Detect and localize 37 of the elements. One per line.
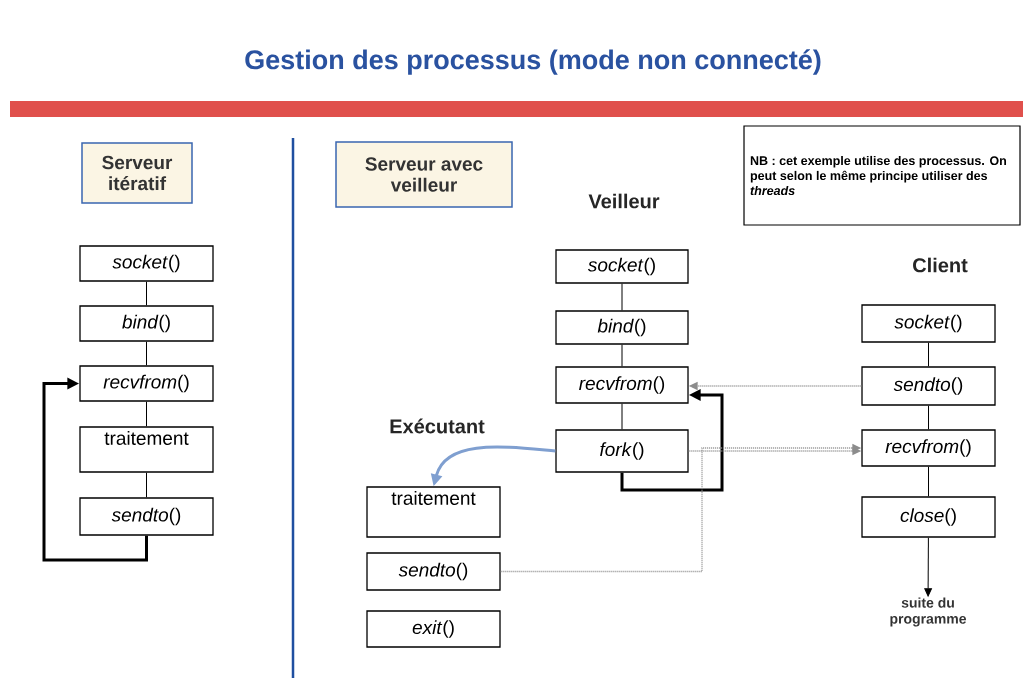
column-heading: Client xyxy=(913,257,968,273)
connector-line xyxy=(621,403,623,430)
heading-box: Serveur avec veilleur xyxy=(335,141,513,208)
function-box: sendto() xyxy=(861,366,996,406)
function-box: recvfrom() xyxy=(79,365,214,402)
function-box: socket() xyxy=(555,249,689,284)
function-box: socket() xyxy=(861,304,996,343)
column-heading: Exécutant xyxy=(390,418,485,434)
function-box: recvfrom() xyxy=(555,366,689,404)
connector-line xyxy=(146,472,147,498)
function-box: exit() xyxy=(366,610,501,648)
column-heading: Veilleur xyxy=(588,193,660,209)
function-box: close() xyxy=(861,496,996,538)
connector-line xyxy=(621,283,623,311)
connector-line xyxy=(928,405,929,430)
arrow xyxy=(620,389,724,492)
function-box: bind() xyxy=(555,310,689,345)
arrow xyxy=(924,537,932,597)
connector-line xyxy=(146,281,147,306)
end-text: suite du programme xyxy=(890,597,967,627)
connector-line xyxy=(621,344,623,367)
arrow xyxy=(42,377,148,562)
function-box: fork() xyxy=(555,429,689,473)
connector-line xyxy=(928,342,929,367)
function-box: socket() xyxy=(79,245,214,282)
function-box: sendto() xyxy=(79,497,214,536)
note-box: NB : cet exemple utilise des processus. On peut selon le même principe utiliser des threads xyxy=(743,125,1021,226)
heading-box: Serveur itératif xyxy=(81,142,193,204)
function-box: recvfrom() xyxy=(861,429,996,467)
function-box: traitement xyxy=(366,486,501,538)
function-box: sendto() xyxy=(366,552,501,591)
title: Gestion des processus (mode non connecté) xyxy=(245,49,821,75)
connector-line xyxy=(146,341,147,366)
connector-line xyxy=(928,466,929,497)
connector-line xyxy=(146,401,147,427)
function-box: traitement xyxy=(79,426,214,473)
function-box: bind() xyxy=(79,305,214,342)
